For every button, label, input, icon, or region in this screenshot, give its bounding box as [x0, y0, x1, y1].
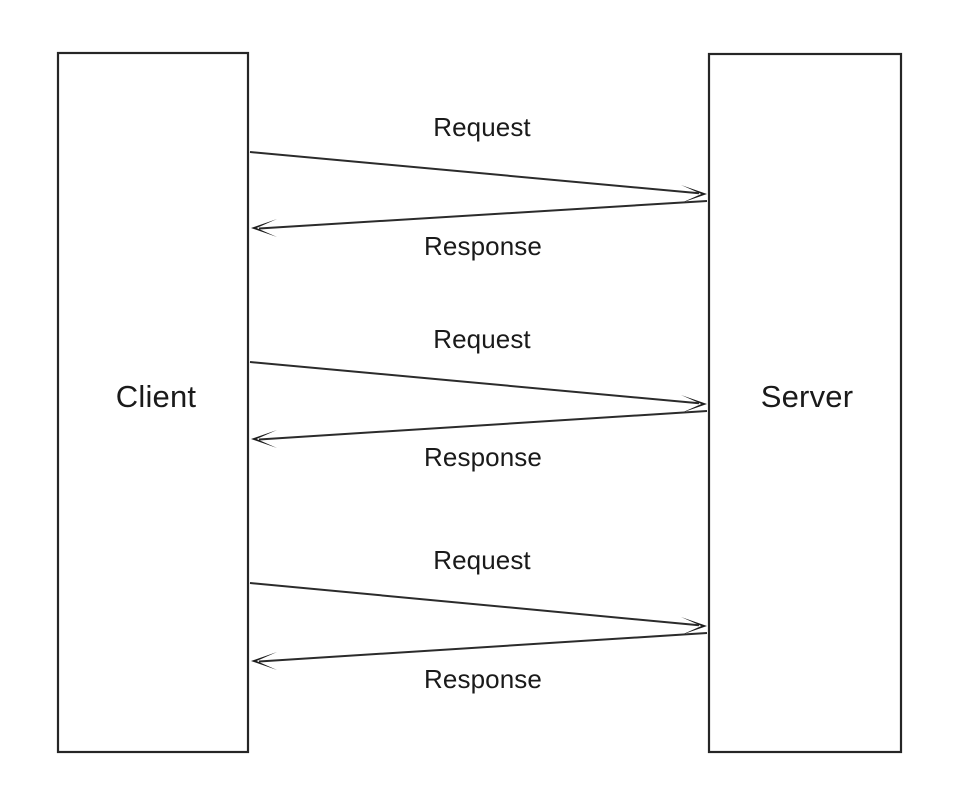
arrowhead-left-icon: [251, 652, 277, 670]
exchange-group-3: Request Response: [249, 545, 708, 694]
request-arrow-1[interactable]: [249, 151, 700, 195]
arrowhead-left-icon: [251, 219, 277, 237]
request-label-2: Request: [433, 324, 531, 354]
response-label-2: Response: [424, 442, 542, 472]
arrowhead-right-icon: [681, 185, 707, 203]
server-lifeline-box[interactable]: [707, 52, 903, 754]
response-arrow-3[interactable]: [258, 632, 708, 663]
request-arrow-2[interactable]: [249, 361, 700, 405]
arrowhead-right-icon: [681, 395, 707, 413]
request-arrow-3[interactable]: [249, 582, 700, 627]
response-arrow-1[interactable]: [258, 200, 708, 230]
client-lifeline-box[interactable]: [56, 51, 250, 754]
response-arrow-2[interactable]: [258, 410, 708, 441]
request-label-1: Request: [433, 112, 531, 142]
request-label-3: Request: [433, 545, 531, 575]
client-label: Client: [116, 379, 197, 414]
response-label-1: Response: [424, 231, 542, 261]
arrowhead-left-icon: [251, 430, 277, 448]
exchange-group-1: Request Response: [249, 112, 708, 261]
server-label: Server: [761, 379, 854, 414]
arrowhead-right-icon: [681, 617, 707, 635]
exchange-group-2: Request Response: [249, 324, 708, 472]
response-label-3: Response: [424, 664, 542, 694]
